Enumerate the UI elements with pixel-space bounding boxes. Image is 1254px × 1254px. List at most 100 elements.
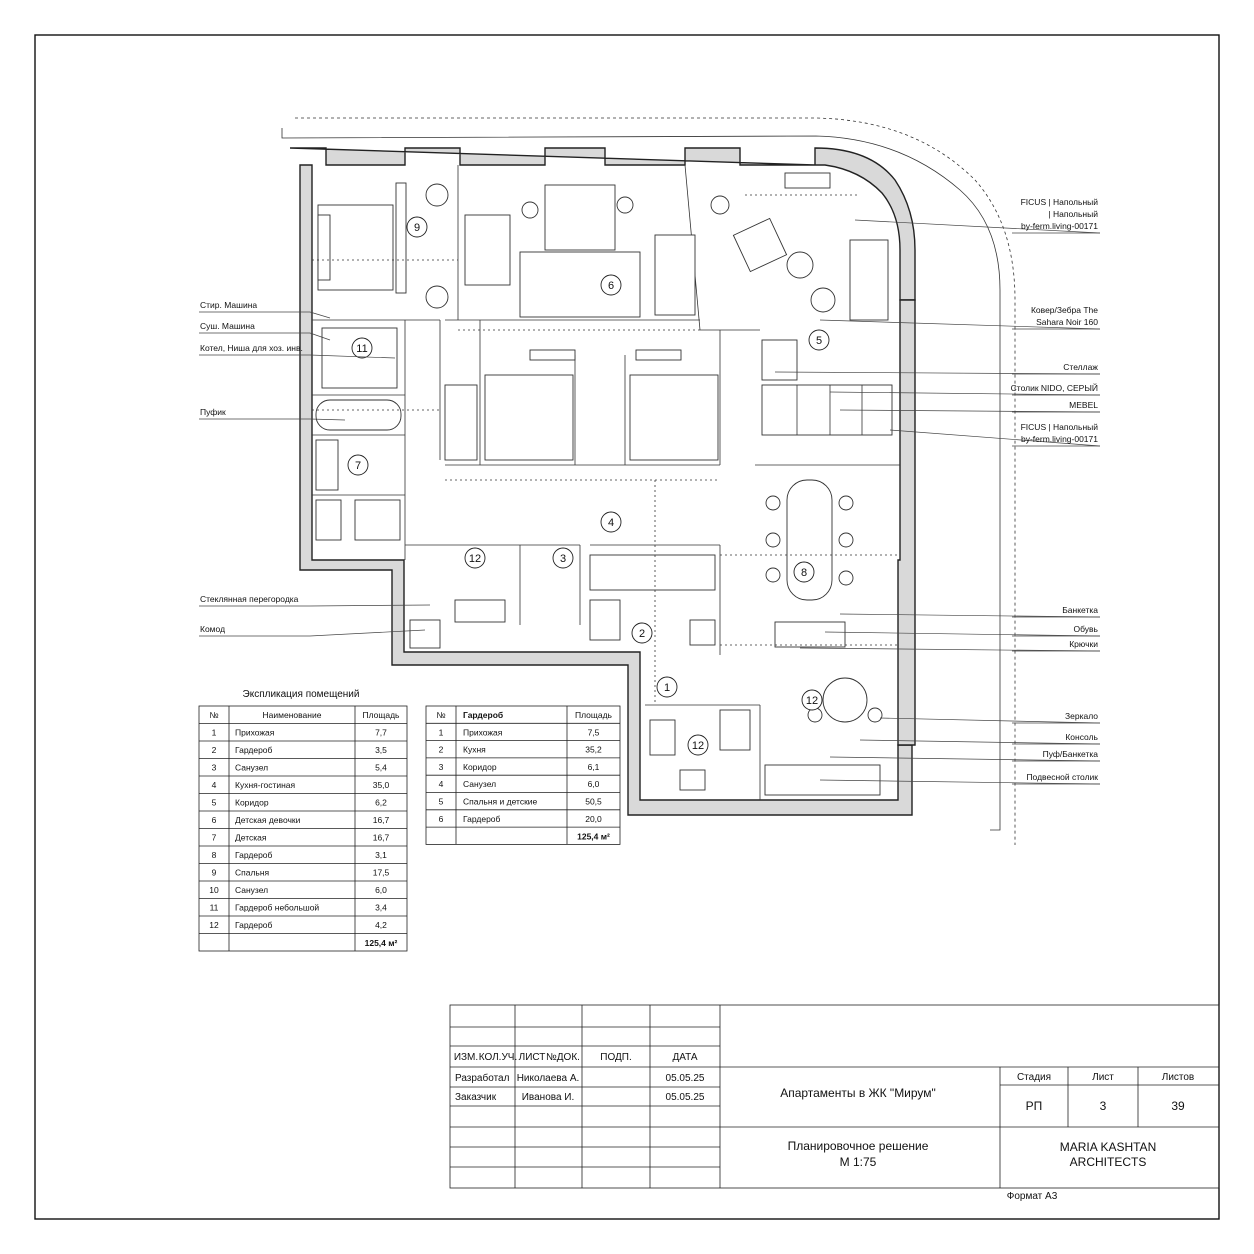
partitions	[312, 164, 900, 800]
callout-right-text: Ковер/Зебра The	[1031, 305, 1098, 315]
explication-title: Экспликация помещений	[243, 689, 360, 700]
callout-right-text: Зеркало	[1065, 711, 1098, 721]
callout-left-text: Стеклянная перегородка	[200, 594, 299, 604]
room-number: 3	[560, 553, 566, 565]
firm-name: MARIA KASHTAN	[1060, 1140, 1156, 1154]
room-number: 12	[469, 553, 481, 565]
date-client: 05.05.25	[666, 1092, 705, 1103]
name-developer: Николаева А.	[517, 1073, 580, 1084]
sum-cell-num: 1	[439, 727, 444, 737]
callout-left-text: Суш. Машина	[200, 321, 255, 331]
expl-cell-area: 16,7	[373, 833, 390, 843]
sum-cell-num: 6	[439, 814, 444, 824]
callout-right-text: Столик NIDO, СЕРЫЙ	[1011, 382, 1098, 393]
role-developer: Разработал	[455, 1072, 510, 1084]
furniture	[315, 172, 893, 796]
expl-cell-area: 4,2	[375, 920, 387, 930]
expl-cell-num: 2	[212, 745, 217, 755]
room-number-circle	[631, 622, 653, 644]
col-header-list: ЛИСТ	[519, 1052, 546, 1063]
callout-leader	[819, 779, 1101, 785]
room-number: 12	[692, 740, 704, 752]
callout-leader	[854, 219, 1101, 234]
callout-right-text: Банкетка	[1062, 605, 1098, 615]
sum-cell-area: 6,0	[588, 779, 600, 789]
expl-cell-num: 3	[212, 763, 217, 773]
expl-cell-area: 3,5	[375, 745, 387, 755]
expl-cell-name: Гардероб	[235, 850, 273, 860]
sum-cell-name: Спальня и детские	[463, 797, 538, 807]
callout-leader	[879, 717, 1101, 724]
expl-cell-name: Спальня	[235, 868, 270, 878]
project-name: Апартаменты в ЖК "Мирум"	[780, 1086, 936, 1100]
callout-leader	[889, 429, 1101, 447]
sum-cell-name: Кухня	[463, 745, 486, 755]
expl-cell-num: 7	[212, 833, 217, 843]
callout-leader	[799, 647, 1101, 652]
dimension-lines	[312, 194, 900, 705]
room-number-circle	[600, 511, 622, 533]
room-number-circle	[808, 329, 830, 351]
sum-cell-area: 20,0	[585, 814, 602, 824]
expl-cell-num: 11	[210, 903, 219, 913]
role-client: Заказчик	[455, 1092, 497, 1103]
room-number: 5	[816, 335, 822, 347]
callout-leader	[309, 418, 346, 421]
sum-cell-num: 3	[439, 762, 444, 772]
expl-cell-name: Гардероб	[235, 745, 273, 755]
callouts-right: FICUS | Напольный| Напольныйby-ferm.livi…	[774, 197, 1101, 785]
sheet-frame	[34, 34, 1220, 1220]
expl-total: 125,4 м²	[365, 938, 398, 948]
expl-cell-num: 9	[212, 868, 217, 878]
sum-cell-name: Гардероб	[463, 814, 501, 824]
callout-right-text: Sahara Noir 160	[1036, 317, 1098, 327]
callout-leader	[309, 629, 426, 637]
expl-cell-area: 17,5	[373, 868, 390, 878]
expl-cell-num: 12	[209, 920, 219, 930]
date-developer: 05.05.25	[666, 1073, 705, 1084]
callout-right-text: Стеллаж	[1063, 362, 1098, 372]
expl-cell-name: Детская девочки	[235, 815, 301, 825]
expl-cell-num: 5	[212, 798, 217, 808]
sum-total: 125,4 м²	[577, 831, 610, 841]
callout-right-text: FICUS | Напольный	[1021, 197, 1099, 207]
callout-leader	[819, 319, 1101, 330]
room-number-circle	[406, 216, 428, 238]
expl-cell-area: 3,1	[375, 850, 387, 860]
sum-cell-name: Прихожая	[463, 727, 503, 737]
callout-leader	[309, 354, 396, 359]
callout-leader	[824, 631, 1101, 637]
expl-cell-area: 7,7	[375, 728, 387, 738]
expl-header-area: Площадь	[362, 710, 400, 720]
sum-cell-name: Санузел	[463, 779, 496, 789]
expl-cell-name: Кухня-гостиная	[235, 780, 296, 790]
callout-left-text: Пуфик	[200, 407, 226, 417]
expl-cell-num: 4	[212, 780, 217, 790]
room-number-circle	[347, 454, 369, 476]
expl-cell-num: 8	[212, 850, 217, 860]
sheet-value: 3	[1100, 1099, 1107, 1113]
expl-cell-area: 5,4	[375, 763, 387, 773]
col-header-doc: №ДОК.	[546, 1052, 580, 1063]
sheets-label: Листов	[1162, 1072, 1195, 1083]
sheet-label: Лист	[1092, 1072, 1114, 1083]
callout-right-text: by-ferm.living-00171	[1021, 434, 1098, 444]
sum-cell-area: 6,1	[588, 762, 600, 772]
callout-right-text: Обувь	[1074, 624, 1099, 634]
expl-cell-name: Гардероб	[235, 920, 273, 930]
callout-right-text: Пуф/Банкетка	[1043, 749, 1099, 759]
expl-cell-name: Санузел	[235, 763, 268, 773]
sum-cell-area: 7,5	[588, 727, 600, 737]
expl-cell-area: 3,4	[375, 903, 387, 913]
room-number: 4	[608, 517, 614, 529]
room-number: 2	[639, 628, 645, 640]
callout-left-text: Котел, Ниша для хоз. инв.	[200, 343, 303, 353]
col-header-signature: ПОДП.	[600, 1052, 631, 1063]
room-number-circle	[552, 547, 574, 569]
callout-left-text: Стир. Машина	[200, 300, 257, 310]
callout-right-text: Подвесной столик	[1026, 772, 1098, 782]
